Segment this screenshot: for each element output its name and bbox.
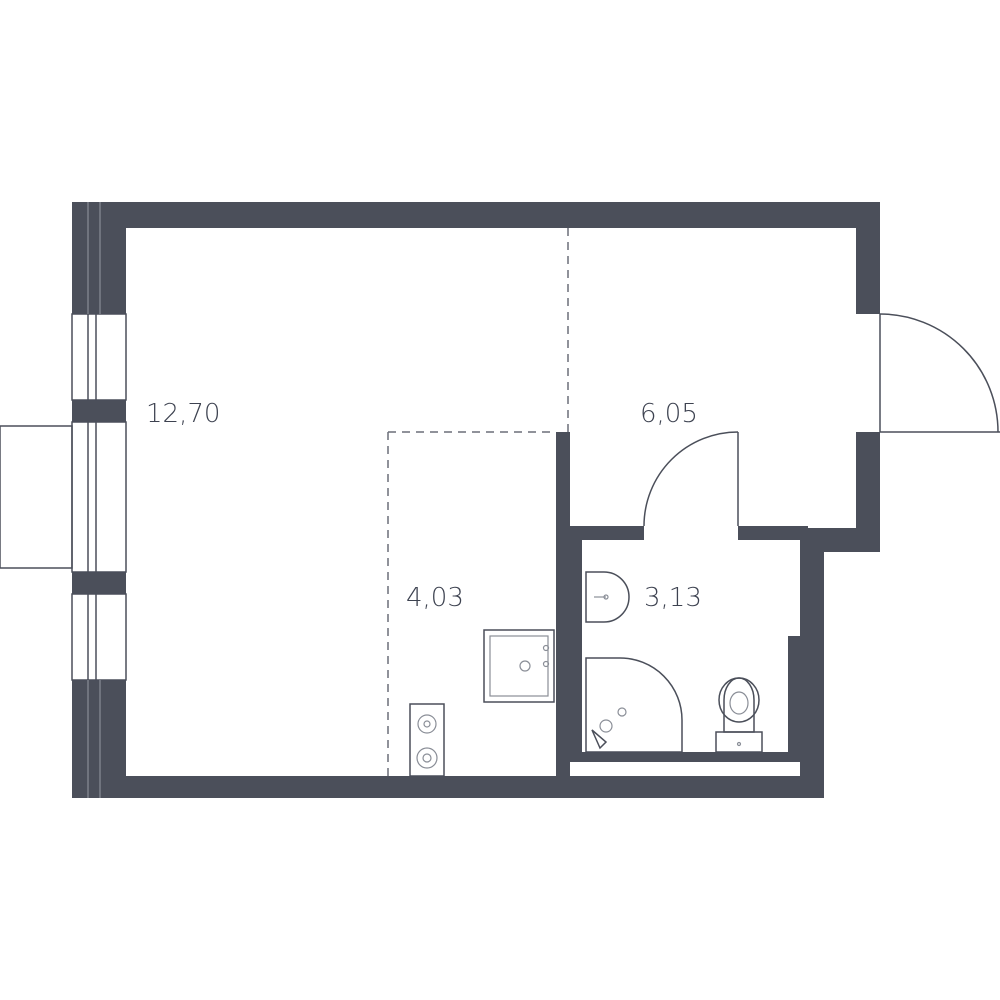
bathroom-area: 3,13 (644, 583, 702, 613)
interior-walls (556, 432, 808, 778)
stove-icon (483, 629, 555, 703)
kitchen-sink-icon (409, 703, 445, 777)
zone-dividers (387, 228, 569, 776)
kitchen-area: 4,03 (406, 583, 464, 613)
outer-walls (72, 202, 880, 798)
sink-icon (585, 571, 630, 623)
toilet-icon (715, 677, 763, 753)
shower-icon (585, 657, 683, 753)
hall-area: 6,05 (640, 399, 698, 429)
bathroom-door (643, 431, 739, 527)
living-room-area: 12,70 (146, 399, 220, 429)
window-frames (0, 202, 127, 798)
entrance-door (879, 313, 1000, 433)
